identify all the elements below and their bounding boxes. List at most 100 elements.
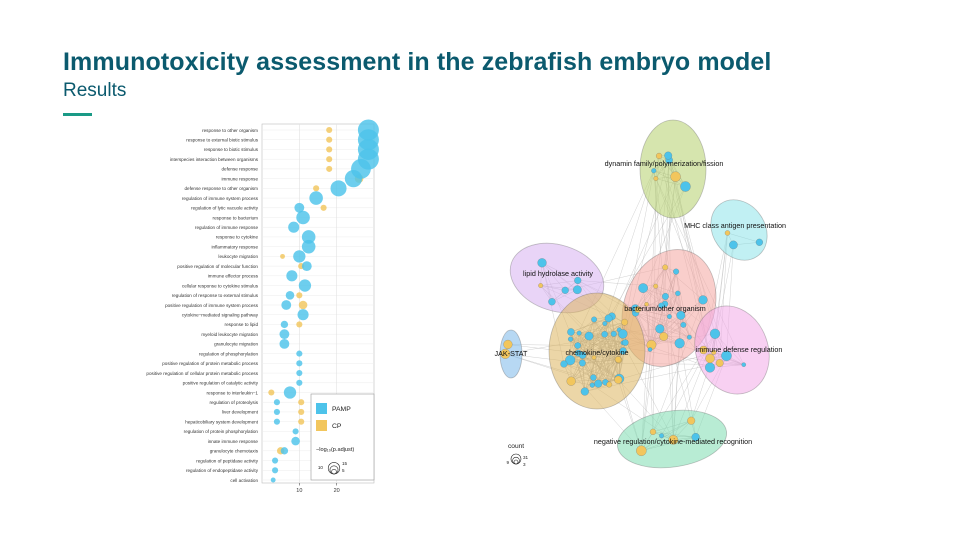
network-node — [664, 151, 673, 160]
network-node — [578, 351, 587, 359]
term-label: regulation of protein phosphorylation — [184, 429, 259, 434]
network-node — [591, 355, 597, 360]
legend-size-circle — [331, 468, 337, 475]
network-node — [538, 283, 544, 288]
legend-label-cp: CP — [332, 423, 342, 430]
network-node — [698, 295, 708, 305]
network-node — [676, 310, 686, 320]
term-label: defense response to other organism — [184, 186, 258, 191]
network-legend-circle — [512, 456, 520, 465]
network-node — [673, 268, 680, 275]
network-legend-circle — [510, 453, 522, 465]
term-label: positive regulation of catalytic activit… — [183, 381, 259, 386]
dot-cp — [298, 300, 308, 310]
dot-pamp — [293, 250, 306, 263]
network-node — [656, 152, 663, 159]
dot-pamp — [286, 270, 298, 282]
term-label: cytokine−mediated signaling pathway — [182, 313, 259, 318]
dot-pamp — [296, 379, 303, 386]
dot-cp — [326, 136, 333, 143]
network-node — [621, 318, 628, 326]
cluster-ellipse — [694, 305, 770, 395]
cluster-ellipse — [710, 199, 768, 261]
x-axis: 1020count — [296, 483, 340, 494]
network-node — [674, 338, 685, 349]
dot-pamp — [296, 350, 303, 357]
network-node — [655, 324, 665, 334]
dot-cp — [296, 292, 303, 299]
network-node — [653, 283, 659, 289]
dot-pamp — [298, 279, 312, 292]
term-label: regulation of immune response — [195, 225, 259, 230]
network-node — [715, 359, 724, 367]
network-node — [687, 416, 696, 425]
network-node — [589, 382, 595, 388]
network-node — [686, 334, 692, 340]
term-label: positive regulation of molecular functio… — [177, 264, 258, 269]
term-label: response to other organism — [202, 128, 258, 133]
term-label: regulation of proteolysis — [209, 400, 258, 405]
network-nodes — [500, 151, 763, 456]
network-legend-title: count — [508, 443, 524, 450]
dot-cp — [326, 156, 333, 163]
dot-pamp — [296, 360, 303, 367]
dot-pamp — [296, 210, 310, 225]
network-node — [659, 433, 664, 439]
network-node — [567, 328, 575, 336]
term-label: positive regulation of protein metabolic… — [162, 361, 258, 366]
network-node — [680, 322, 687, 328]
term-label: positive regulation of cellular protein … — [146, 371, 258, 376]
network-node — [573, 285, 582, 295]
term-label: response to lipid — [225, 322, 259, 327]
network-node — [601, 331, 608, 338]
term-label: defense response — [221, 167, 258, 172]
network-node — [668, 435, 679, 445]
network-node — [574, 342, 581, 349]
term-label: response to bacterium — [213, 215, 259, 220]
network-node — [705, 362, 715, 373]
term-label: myeloid leukocyte migration — [201, 332, 258, 337]
cluster-label: immune defense regulation — [696, 345, 783, 354]
dot-pamp — [279, 338, 290, 349]
network-node — [651, 168, 657, 174]
term-label: response to external biotic stimulus — [186, 138, 258, 143]
network-node — [548, 298, 556, 306]
dot-cp — [298, 418, 305, 425]
slide-subtitle: Results — [63, 80, 127, 101]
legend-size-value: 10 — [318, 465, 324, 470]
term-label: positive regulation of immune system pro… — [165, 303, 259, 308]
cluster-ellipse — [509, 242, 605, 314]
x-tick-label: 20 — [334, 488, 340, 494]
network-node — [658, 302, 665, 309]
term-label: regulation of peptidase activity — [196, 458, 259, 463]
cluster-label: JAK-STAT — [495, 349, 528, 358]
network-legend-value: 9 — [506, 460, 509, 465]
title-accent-bar — [63, 113, 92, 116]
network-node — [614, 375, 623, 384]
dot-pamp — [292, 428, 299, 435]
term-label: regulation of lytic vacuole activity — [191, 206, 259, 211]
network-node — [574, 276, 582, 284]
dot-pamp — [273, 399, 280, 406]
network-legend-circle — [513, 459, 519, 465]
network-node — [667, 314, 672, 319]
dot-pamp — [281, 300, 292, 310]
network-node — [691, 433, 700, 442]
term-labels: response to other organism response to ex… — [146, 128, 258, 483]
network-node — [568, 336, 574, 342]
network-node — [653, 176, 659, 181]
dot-pamp — [280, 447, 289, 455]
legend-swatch-pamp — [316, 403, 327, 414]
term-label: liver development — [222, 410, 259, 415]
cluster-label: lipid hydrolase activity — [523, 269, 593, 278]
network-node — [590, 374, 597, 381]
network-node — [711, 349, 717, 355]
dot-pamp — [270, 477, 276, 483]
dot-pamp — [297, 309, 309, 321]
legend-swatch-cp — [316, 420, 327, 431]
network-node — [649, 428, 657, 435]
network-node — [680, 181, 691, 192]
dot-pamp — [279, 329, 290, 340]
dot-pamp — [301, 239, 316, 254]
